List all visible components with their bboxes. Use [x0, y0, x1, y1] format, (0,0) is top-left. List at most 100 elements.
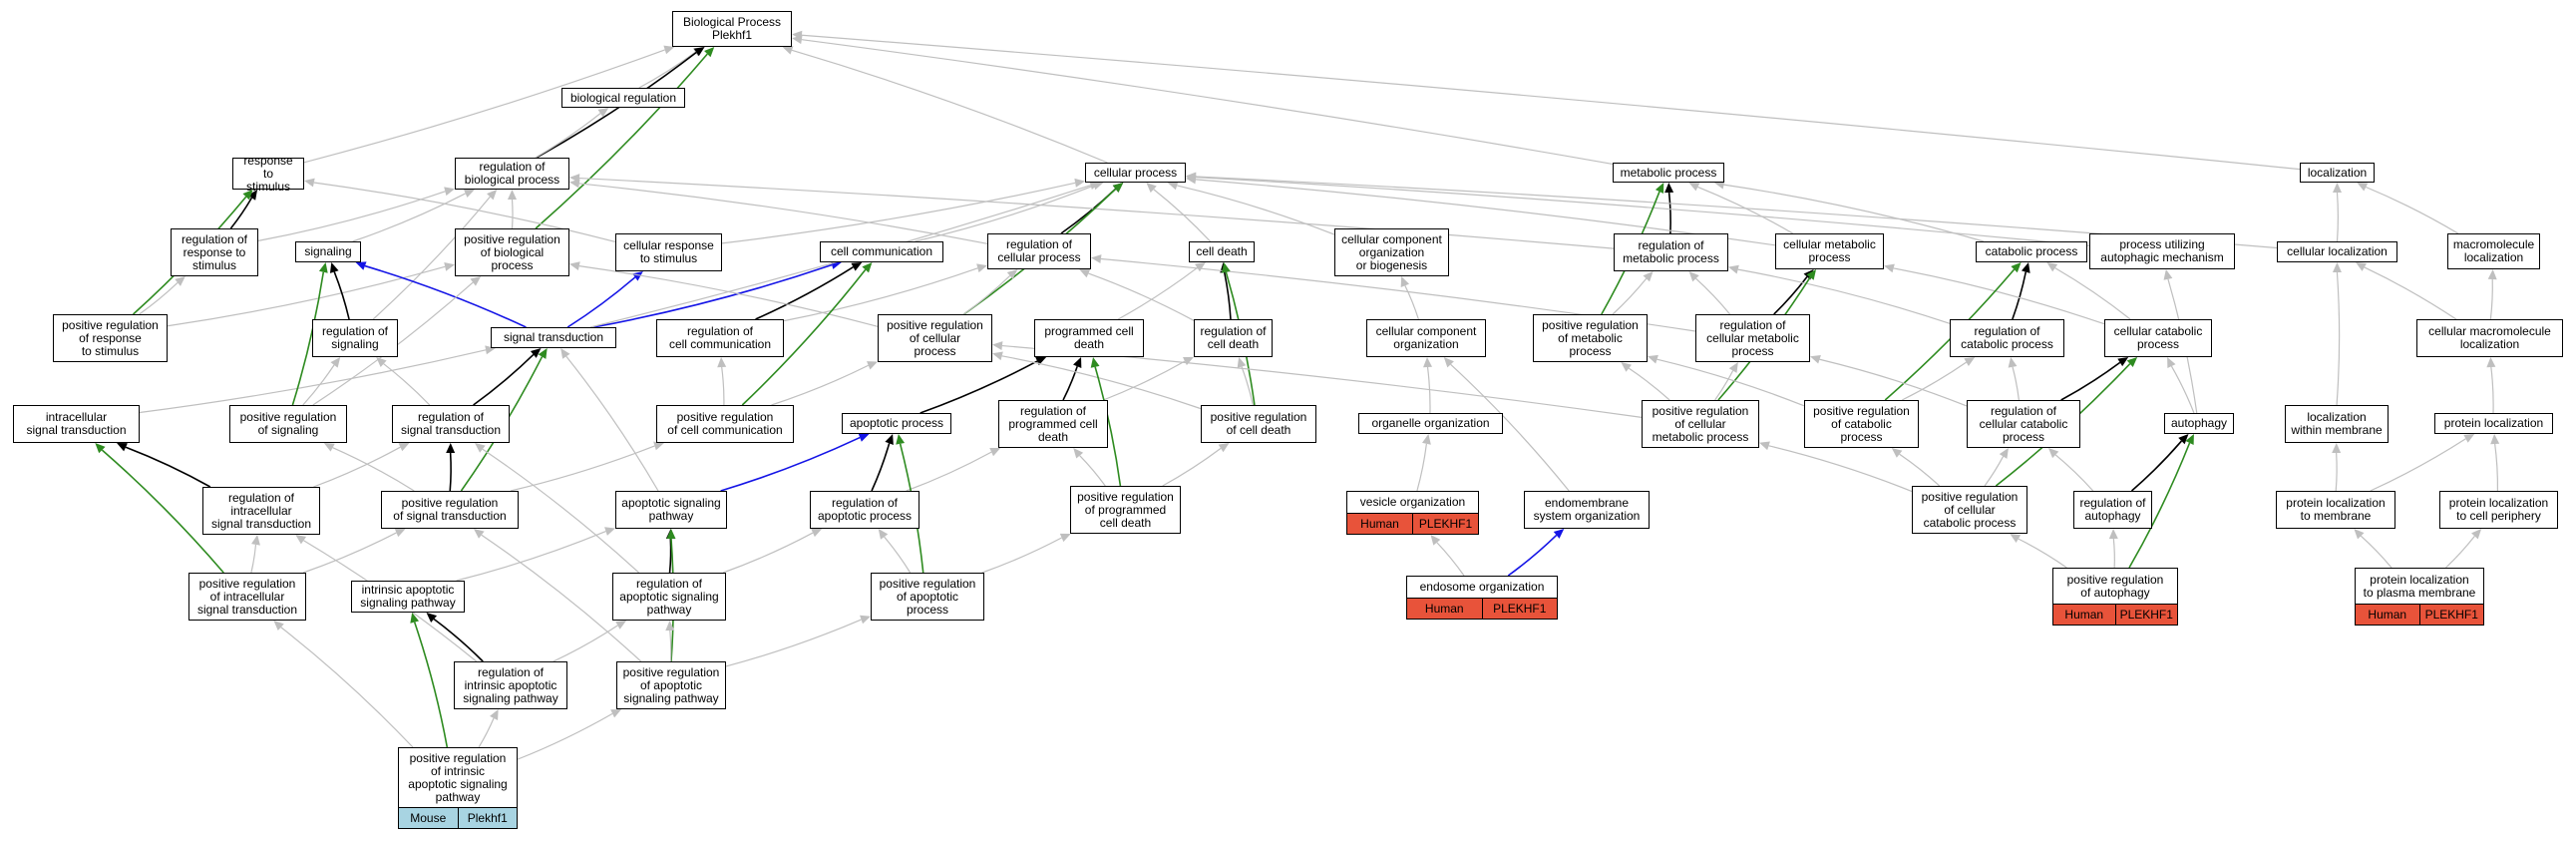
- edge-arrowhead: [1079, 268, 1091, 278]
- go-term-pos-reg-bio[interactable]: positive regulation of biological proces…: [455, 228, 569, 276]
- go-term-reg-cell-comm[interactable]: regulation of cell communication: [656, 319, 784, 357]
- go-term-met-proc[interactable]: metabolic process: [1613, 163, 1724, 183]
- edge-arrowhead: [1806, 269, 1817, 280]
- edge-arrowhead: [1648, 354, 1658, 364]
- edge-arrowhead: [885, 434, 894, 445]
- edge-default: [1695, 277, 1731, 315]
- go-term-sig-trans[interactable]: signal transduction: [491, 327, 616, 348]
- edge-default: [511, 199, 514, 229]
- go-term-autophagy[interactable]: autophagy: [2164, 413, 2234, 434]
- go-term-pcd[interactable]: programmed cell death: [1034, 319, 1144, 357]
- go-term-cell-met[interactable]: cellular metabolic process: [1775, 233, 1884, 269]
- edge-arrowhead: [1728, 264, 1739, 274]
- edge-arrowhead: [1810, 354, 1821, 364]
- go-term-reg-apop-sig[interactable]: regulation of apoptotic signaling pathwa…: [612, 573, 726, 621]
- go-term-bp[interactable]: Biological Process Plekhf1: [672, 11, 792, 47]
- edge-default: [981, 537, 1062, 574]
- edge-part-of: [593, 263, 833, 328]
- go-term-reg-met[interactable]: regulation of metabolic process: [1614, 233, 1728, 271]
- go-term-autophag-mech[interactable]: process utilizing autophagic mechanism: [2089, 233, 2235, 269]
- go-term-cell-death[interactable]: cell death: [1189, 241, 1255, 262]
- edge-arrowhead: [2487, 269, 2497, 280]
- edge-default: [303, 49, 665, 164]
- go-term-cell-macro-local[interactable]: cellular macromolecule localization: [2416, 319, 2563, 357]
- go-term-pos-reg-apop-sig[interactable]: positive regulation of apoptotic signali…: [616, 661, 726, 709]
- go-term-ccob[interactable]: cellular component organization or bioge…: [1334, 228, 1449, 276]
- go-term-cell-proc[interactable]: cellular process: [1085, 163, 1186, 183]
- go-term-reg-signaling[interactable]: regulation of signaling: [312, 319, 398, 357]
- go-term-pos-reg-apop[interactable]: positive regulation of apoptotic process: [871, 573, 984, 621]
- go-term-cell-local[interactable]: cellular localization: [2277, 241, 2397, 262]
- edge-arrowhead: [782, 46, 794, 55]
- go-term-prot-local-periph[interactable]: protein localization to cell periphery: [2439, 491, 2558, 529]
- go-term-reg-cell-proc[interactable]: regulation of cellular process: [987, 233, 1091, 269]
- go-term-reg-catab[interactable]: regulation of catabolic process: [1950, 319, 2064, 357]
- edge-arrowhead: [1195, 262, 1206, 272]
- go-term-reg-autophagy[interactable]: regulation of autophagy: [2073, 491, 2152, 529]
- go-term-reg-intra-sig[interactable]: regulation of intracellular signal trans…: [202, 487, 320, 535]
- go-term-prot-local-mem[interactable]: protein localization to membrane: [2276, 491, 2395, 529]
- go-term-bioreg[interactable]: biological regulation: [561, 88, 685, 108]
- go-term-reg-cell-met[interactable]: regulation of cellular metabolic process: [1695, 314, 1810, 362]
- go-term-pos-reg-cell-proc[interactable]: positive regulation of cellular process: [878, 314, 992, 362]
- go-term-macro-local[interactable]: macromolecule localization: [2447, 233, 2540, 269]
- go-term-pos-reg-pcd[interactable]: positive regulation of programmed cell d…: [1070, 486, 1181, 534]
- go-term-local-in-mem[interactable]: localization within membrane: [2285, 405, 2389, 443]
- go-term-pos-reg-cell-met[interactable]: positive regulation of cellular metaboli…: [1642, 400, 1759, 448]
- go-term-pos-reg-catab[interactable]: positive regulation of catabolic process: [1804, 400, 1919, 448]
- go-term-pos-reg-sig-trans[interactable]: positive regulation of signal transducti…: [381, 491, 519, 529]
- go-term-label: positive regulation of cellular process: [887, 317, 983, 358]
- go-term-catab[interactable]: catabolic process: [1976, 241, 2087, 262]
- go-term-reg-pcd[interactable]: regulation of programmed cell death: [998, 400, 1108, 448]
- edge-arrowhead: [2185, 434, 2194, 445]
- go-term-reg-intrinsic-apop[interactable]: regulation of intrinsic apoptotic signal…: [454, 661, 567, 709]
- go-term-pos-reg-intrinsic-apop[interactable]: positive regulation of intrinsic apoptot…: [398, 747, 518, 829]
- go-term-org-org[interactable]: organelle organization: [1358, 413, 1503, 434]
- edge-is-a: [755, 266, 854, 320]
- go-term-intrinsic-apop[interactable]: intrinsic apoptotic signaling pathway: [351, 581, 465, 613]
- go-term-pos-reg-cell-comm[interactable]: positive regulation of cell communicatio…: [656, 405, 794, 443]
- go-term-label: biological regulation: [569, 90, 677, 105]
- go-term-signaling[interactable]: signaling: [295, 241, 361, 262]
- go-term-reg-bio[interactable]: regulation of biological process: [455, 158, 569, 190]
- edge-arrowhead: [1423, 357, 1433, 368]
- go-term-apop[interactable]: apoptotic process: [842, 413, 951, 434]
- go-term-cco[interactable]: cellular component organization: [1366, 319, 1486, 357]
- go-term-pos-reg-resp[interactable]: positive regulation of response to stimu…: [53, 314, 168, 362]
- go-term-pos-reg-met[interactable]: positive regulation of metabolic process: [1533, 314, 1648, 362]
- go-term-pos-reg-intra-sig[interactable]: positive regulation of intracellular sig…: [188, 573, 306, 621]
- species-label: Human: [2368, 607, 2407, 622]
- edge-arrowhead: [2046, 262, 2058, 272]
- edge-default: [250, 544, 257, 574]
- go-term-resp-stim[interactable]: response to stimulus: [232, 154, 304, 193]
- edge-is-a: [668, 538, 672, 574]
- go-term-cell-resp[interactable]: cellular response to stimulus: [615, 233, 722, 271]
- go-term-label: cellular catabolic process: [2113, 324, 2203, 351]
- edge-default: [2366, 186, 2459, 234]
- go-term-intra-sig[interactable]: intracellular signal transduction: [13, 405, 140, 443]
- edge-arrowhead: [398, 443, 410, 452]
- go-term-prot-local[interactable]: protein localization: [2434, 413, 2553, 434]
- go-term-endomem[interactable]: endomembrane system organization: [1524, 491, 1650, 529]
- go-term-reg-resp[interactable]: regulation of response to stimulus: [171, 228, 258, 276]
- go-term-pos-reg-cell-catab[interactable]: positive regulation of cellular cataboli…: [1912, 486, 2027, 534]
- go-term-apop-sig[interactable]: apoptotic signaling pathway: [615, 491, 727, 529]
- go-term-cell-comm[interactable]: cell communication: [820, 241, 943, 262]
- edge-default: [1450, 363, 1570, 492]
- go-term-reg-apop[interactable]: regulation of apoptotic process: [810, 491, 920, 529]
- go-term-cell-catab[interactable]: cellular catabolic process: [2104, 319, 2212, 357]
- go-term-reg-cell-catab[interactable]: regulation of cellular catabolic process: [1967, 400, 2080, 448]
- go-term-label: regulation of signaling: [321, 324, 389, 351]
- go-term-pos-reg-sig[interactable]: positive regulation of signaling: [229, 405, 347, 443]
- go-term-pos-reg-cell-death[interactable]: positive regulation of cell death: [1201, 405, 1316, 443]
- go-term-localization[interactable]: localization: [2300, 163, 2375, 183]
- go-term-reg-cell-death[interactable]: regulation of cell death: [1194, 319, 1273, 357]
- edge-default: [801, 39, 1614, 166]
- go-term-label: regulation of signal transduction: [400, 410, 502, 437]
- go-term-reg-sig-trans[interactable]: regulation of signal transduction: [392, 405, 510, 443]
